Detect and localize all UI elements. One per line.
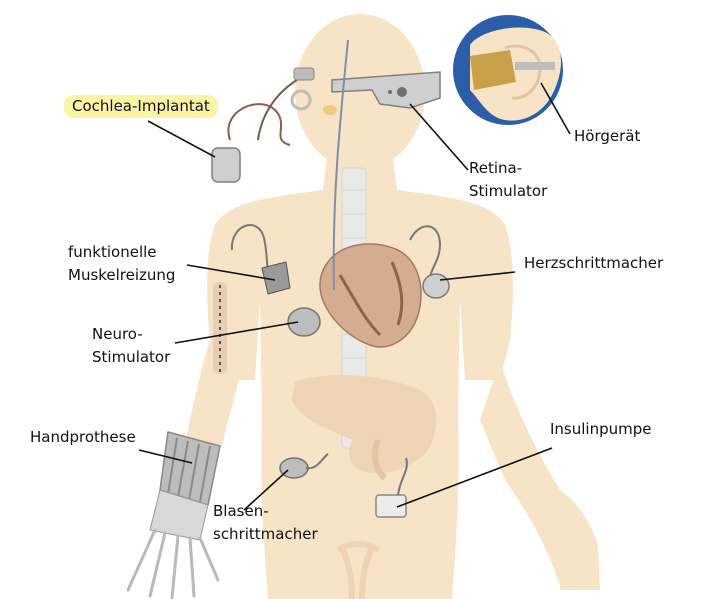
- label-herzschrittmacher: Herzschrittmacher: [524, 254, 664, 272]
- label-retina-stimulator-line2: Stimulator: [469, 182, 548, 200]
- ear-inset: [453, 15, 563, 125]
- retina-glasses: [331, 71, 441, 109]
- heart: [319, 243, 422, 348]
- label-neuro-stimulator-line2: Stimulator: [92, 348, 171, 366]
- pelvis: [336, 541, 380, 599]
- label-muskelreizung-line2: Muskelreizung: [68, 266, 176, 284]
- label-cochlea-implantat: Cochlea-Implantat: [64, 95, 218, 118]
- label-neuro-stimulator-line1: Neuro-: [92, 325, 143, 343]
- cochlea-device: [211, 39, 349, 291]
- label-muskelreizung-line1: funktionelle: [68, 243, 157, 261]
- label-insulinpumpe: Insulinpumpe: [550, 420, 652, 438]
- stomach-intestine: [292, 375, 437, 481]
- arm-electrode: [213, 282, 227, 374]
- label-blasenschrittmacher-line1: Blasen-: [213, 502, 269, 520]
- insulin-pump-device: [375, 457, 408, 518]
- label-handprothese: Handprothese: [30, 428, 136, 446]
- label-retina-stimulator-line1: Retina-: [469, 159, 523, 177]
- label-blasenschrittmacher-line2: schrittmacher: [213, 525, 318, 543]
- hand-prosthesis: [126, 431, 221, 599]
- leader-lines: [138, 82, 571, 511]
- label-hoergeraet: Hörgerät: [574, 127, 641, 145]
- neuro-stimulator-device: [287, 307, 321, 337]
- bladder-pacemaker-device: [279, 453, 329, 479]
- muscle-stimulator-device: [230, 224, 291, 295]
